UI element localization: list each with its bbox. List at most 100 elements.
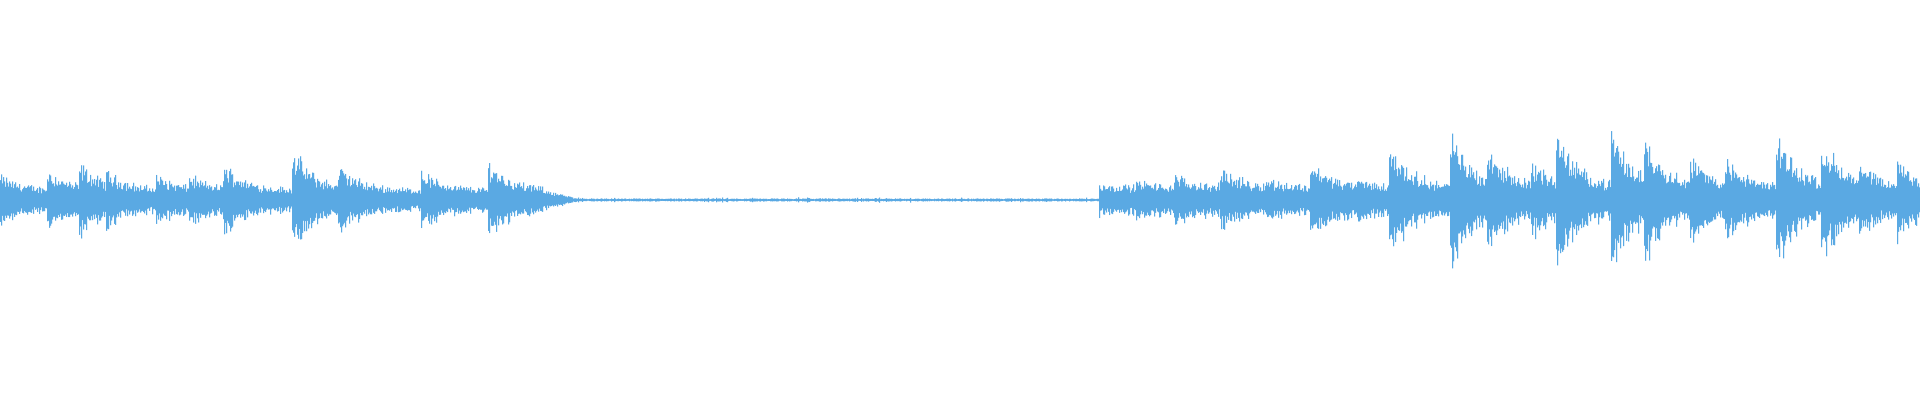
waveform-sample xyxy=(1238,180,1240,218)
waveform-sample xyxy=(1199,188,1201,212)
waveform-sample xyxy=(640,198,642,202)
waveform-sample xyxy=(198,183,200,223)
waveform-sample xyxy=(474,190,476,209)
waveform-sample xyxy=(204,185,206,215)
waveform-sample xyxy=(897,198,899,202)
waveform-sample xyxy=(591,198,593,202)
waveform-sample xyxy=(979,198,981,202)
waveform-sample xyxy=(779,199,781,201)
waveform-sample xyxy=(677,199,679,201)
waveform-sample xyxy=(72,185,74,217)
waveform-sample xyxy=(1247,180,1249,216)
waveform-sample xyxy=(1005,198,1007,202)
waveform-sample xyxy=(1369,183,1371,215)
waveform-sample xyxy=(805,198,807,202)
waveform-sample xyxy=(1565,167,1567,229)
waveform-sample xyxy=(1158,188,1160,213)
waveform-sample xyxy=(1035,198,1037,202)
waveform-sample xyxy=(1528,180,1530,218)
waveform-sample xyxy=(80,172,82,227)
waveform-sample xyxy=(343,173,345,225)
waveform-sample xyxy=(865,198,867,202)
waveform-sample xyxy=(1836,165,1838,237)
waveform-sample xyxy=(1320,176,1322,229)
waveform-sample xyxy=(932,199,934,201)
waveform-sample xyxy=(1355,184,1357,214)
waveform-sample xyxy=(495,173,497,225)
waveform-sample xyxy=(1161,188,1163,212)
waveform-sample xyxy=(16,187,18,216)
waveform-sample xyxy=(1591,185,1593,215)
waveform-sample xyxy=(1716,185,1718,214)
waveform-sample xyxy=(258,189,260,213)
waveform-sample xyxy=(970,199,972,201)
waveform-sample xyxy=(1574,167,1576,230)
waveform-sample xyxy=(1334,182,1336,219)
waveform-sample xyxy=(1757,183,1759,217)
waveform-sample xyxy=(112,186,114,218)
waveform-sample xyxy=(1673,183,1675,216)
waveform-sample xyxy=(533,185,535,215)
waveform-sample xyxy=(1326,177,1328,226)
waveform-sample xyxy=(699,198,701,201)
waveform-sample xyxy=(1527,184,1529,215)
waveform-sample xyxy=(318,180,320,219)
waveform-sample xyxy=(1746,179,1748,221)
waveform-sample xyxy=(845,198,847,202)
waveform-sample xyxy=(966,199,968,201)
waveform-sample xyxy=(384,192,386,208)
waveform-sample xyxy=(411,193,413,207)
waveform-sample xyxy=(1881,186,1883,211)
waveform-sample xyxy=(524,190,526,210)
waveform-sample xyxy=(1318,168,1320,229)
waveform-sample xyxy=(1145,186,1147,216)
waveform-sample xyxy=(1133,184,1135,216)
waveform-sample xyxy=(1479,176,1481,228)
waveform-sample xyxy=(883,198,885,202)
waveform-sample xyxy=(366,182,368,217)
waveform-sample xyxy=(855,198,857,202)
waveform-sample xyxy=(95,185,97,215)
waveform-sample xyxy=(629,198,631,202)
waveform-sample xyxy=(302,171,304,233)
waveform-sample xyxy=(1277,186,1279,211)
waveform-sample xyxy=(564,195,566,205)
waveform-sample xyxy=(1562,157,1564,252)
waveform-sample xyxy=(1730,174,1732,225)
waveform-sample xyxy=(532,186,534,213)
waveform-sample xyxy=(496,173,498,232)
waveform-sample xyxy=(551,195,553,207)
waveform-sample xyxy=(1811,175,1813,220)
waveform-sample xyxy=(908,198,910,201)
waveform-sample xyxy=(875,198,877,202)
waveform-sample xyxy=(843,198,845,202)
waveform-sample xyxy=(1576,161,1578,236)
waveform-sample xyxy=(1802,179,1804,219)
waveform-sample xyxy=(612,198,614,202)
waveform-sample xyxy=(775,198,777,202)
waveform-sample xyxy=(1817,188,1819,212)
waveform-sample xyxy=(70,184,72,215)
waveform-sample xyxy=(1017,198,1019,202)
waveform-sample xyxy=(229,171,231,226)
waveform-sample xyxy=(1067,198,1069,201)
waveform-sample xyxy=(1111,186,1113,214)
waveform-sample xyxy=(322,182,324,219)
waveform-sample xyxy=(1338,186,1340,217)
waveform-sample xyxy=(804,198,806,202)
waveform-sample xyxy=(565,196,567,204)
waveform-sample xyxy=(1911,181,1913,222)
waveform-sample xyxy=(1650,162,1652,241)
waveform-sample xyxy=(703,198,705,201)
waveform-sample xyxy=(831,198,833,202)
waveform-sample xyxy=(1175,175,1177,225)
waveform-sample xyxy=(568,196,570,204)
waveform-sample xyxy=(723,199,725,201)
waveform-sample xyxy=(1758,184,1760,217)
waveform-sample xyxy=(1159,183,1161,218)
waveform-sample xyxy=(1500,173,1502,226)
waveform-sample xyxy=(730,198,732,201)
waveform-sample xyxy=(1624,174,1626,224)
